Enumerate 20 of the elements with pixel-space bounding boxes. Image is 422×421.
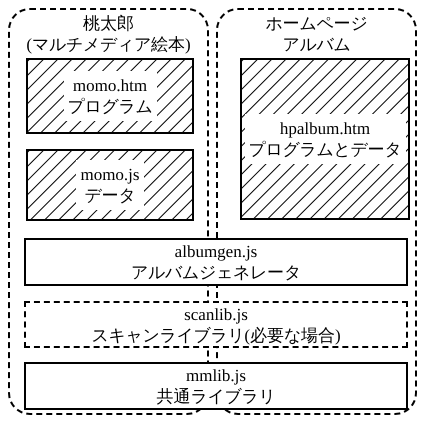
hatched-module-box xyxy=(26,149,194,221)
module-box xyxy=(24,238,408,286)
file-name: momo.js xyxy=(80,164,140,185)
file-name: mmlib.js xyxy=(186,365,246,386)
file-description: スキャンライブラリ(必要な場合) xyxy=(91,324,341,346)
file-name: albumgen.js xyxy=(174,241,258,262)
file-name: hpalbum.htm xyxy=(278,118,372,139)
file-name: momo.htm xyxy=(72,75,148,96)
file-description: アルバムジェネレータ xyxy=(131,262,301,283)
file-description: データ xyxy=(83,185,136,206)
module-box xyxy=(24,362,408,410)
optional-module-box xyxy=(24,301,408,348)
file-description: 共通ライブラリ xyxy=(156,386,276,407)
hatched-module-box xyxy=(26,58,194,134)
file-name: scanlib.js xyxy=(184,304,248,324)
group-title: 桃太郎 xyxy=(81,13,136,34)
group-title: (マルチメディア絵本) xyxy=(24,34,193,55)
file-description: プログラムとデータ xyxy=(248,139,402,160)
file-description: プログラム xyxy=(68,96,152,117)
hatched-module-box xyxy=(240,58,410,220)
